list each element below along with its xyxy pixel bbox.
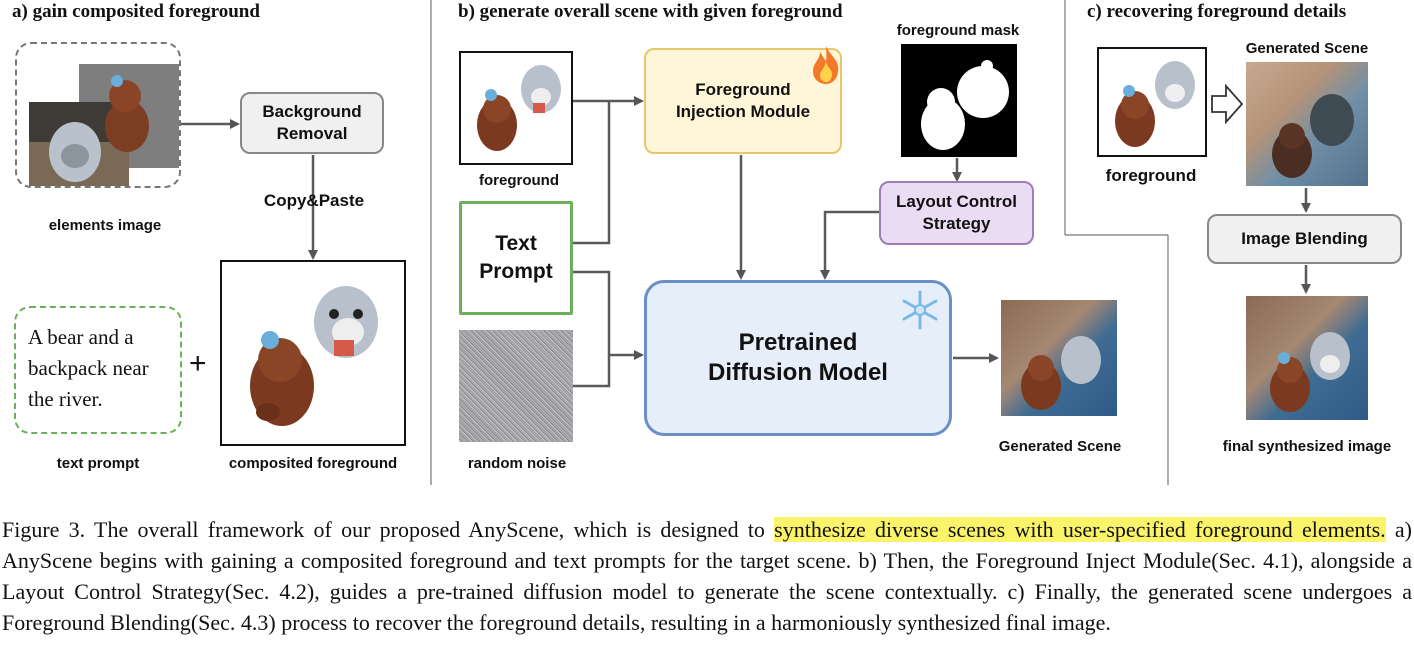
pretrained-diffusion-model-box: Pretrained Diffusion Model [644,280,952,436]
generated-scene-photo-c [1272,94,1354,178]
section-title-c: c) recovering foreground details [1087,1,1347,22]
composited-foreground-image [220,260,406,446]
generated-scene-image-b [1001,300,1117,416]
elements-image-frame [15,42,181,188]
final-synthesized-image [1246,296,1368,420]
arrow-layout-to-diffusion [820,210,879,280]
text-prompt-box: A bear and a backpack near the river. [14,306,182,434]
foreground-mask-label: foreground mask [896,22,1020,39]
composited-photo [250,286,378,426]
generated-scene-photo-b [1021,336,1101,410]
final-synthesized-label: final synthesized image [1222,438,1392,455]
copy-paste-label: Copy&Paste [263,191,365,210]
section-title-a: a) gain composited foreground [12,1,260,22]
generated-scene-label-b: Generated Scene [998,438,1122,455]
mask-shapes [921,60,1009,150]
foreground-injection-module: Foreground Injection Module [644,48,842,154]
caption-prefix: Figure 3. The overall framework of our p… [2,517,775,542]
foreground-image-b [459,51,573,165]
hollow-arrow-icon [1211,83,1244,125]
foreground-label-c: foreground [1105,166,1197,185]
foreground-label-b: foreground [479,172,559,189]
arrow-textprompt-to-injection [573,101,611,245]
text-prompt-label: text prompt [56,455,140,472]
generated-scene-label-c: Generated Scene [1245,40,1369,57]
arrow-textprompt-to-diffusion [573,270,644,360]
random-noise-label: random noise [467,455,567,472]
background-removal-box: Background Removal [240,92,384,154]
generated-scene-image-c [1246,62,1368,186]
fire-icon [813,46,839,84]
snowflake-icon [902,290,938,330]
plus-sign: + [189,347,207,380]
foreground-photo-b [477,65,561,151]
elements-image-label: elements image [48,217,162,234]
arrow-noise-to-diffusion [573,355,611,388]
layout-control-strategy-box: Layout Control Strategy [879,181,1034,245]
composited-foreground-label: composited foreground [228,455,398,472]
section-title-b: b) generate overall scene with given for… [458,1,843,22]
foreground-photo-c [1115,61,1195,147]
figure-caption: Figure 3. The overall framework of our p… [2,514,1412,638]
final-synthesized-photo [1270,332,1350,412]
caption-highlight: synthesize diverse scenes with user-spec… [774,517,1386,542]
random-noise-image [459,330,573,442]
image-blending-box: Image Blending [1207,214,1402,264]
foreground-image-c [1097,47,1207,157]
elements-photo [29,64,179,186]
foreground-mask-image [901,44,1017,157]
caption-rest: a) AnyScene begins with gaining a compos… [2,517,1412,635]
text-prompt-input-box: Text Prompt [459,201,573,315]
